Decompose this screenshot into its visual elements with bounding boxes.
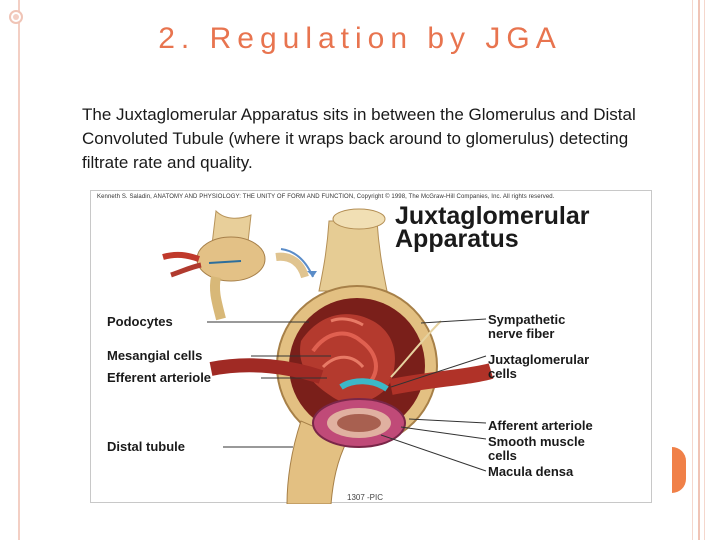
label-macula-densa: Macula densa <box>488 464 574 479</box>
label-smooth-muscle-cells: Smooth muscle cells <box>488 435 585 463</box>
slide-title: 2. Regulation by JGA <box>158 22 562 55</box>
main-glomerulus-illustration <box>209 208 494 504</box>
jga-illustration <box>162 208 494 504</box>
figure-credit: Kenneth S. Saladin, ANATOMY AND PHYSIOLO… <box>97 194 555 200</box>
label-line: Smooth muscle <box>488 434 585 449</box>
figure-title-line: Apparatus <box>395 225 519 253</box>
label-mesangial-cells: Mesangial cells <box>107 348 203 363</box>
right-border-rule <box>698 0 700 540</box>
label-line: Juxtaglomerular <box>488 352 590 367</box>
label-afferent-arteriole: Afferent arteriole <box>488 418 593 433</box>
label-distal-tubule: Distal tubule <box>107 439 186 454</box>
label-podocytes: Podocytes <box>107 314 173 329</box>
label-line: Sympathetic <box>488 312 566 327</box>
label-juxtaglomerular-cells: Juxtaglomerular cells <box>488 353 589 381</box>
side-accent-tab <box>672 447 686 493</box>
label-line: cells <box>488 448 517 463</box>
right-border-rule <box>704 0 705 540</box>
left-border-rule <box>18 0 20 540</box>
label-efferent-arteriole: Efferent arteriole <box>107 370 212 385</box>
label-line: nerve fiber <box>488 326 555 341</box>
corner-dot-icon <box>13 14 19 20</box>
leader-lines <box>207 318 487 472</box>
inset-glomerulus-illustration <box>162 209 309 321</box>
figure-title-line: Juxtaglomerular <box>395 202 590 230</box>
figure-title: Juxtaglomerular Apparatus <box>395 202 590 253</box>
jga-figure: Kenneth S. Saladin, ANATOMY AND PHYSIOLO… <box>90 190 652 504</box>
right-border-rule <box>692 0 693 540</box>
slide-body-text: The Juxtaglomerular Apparatus sits in be… <box>82 105 636 172</box>
label-sympathetic-nerve-fiber: Sympathetic nerve fiber <box>488 313 565 341</box>
label-line: cells <box>488 366 517 381</box>
figure-code: 1307 -PIC <box>347 493 384 502</box>
